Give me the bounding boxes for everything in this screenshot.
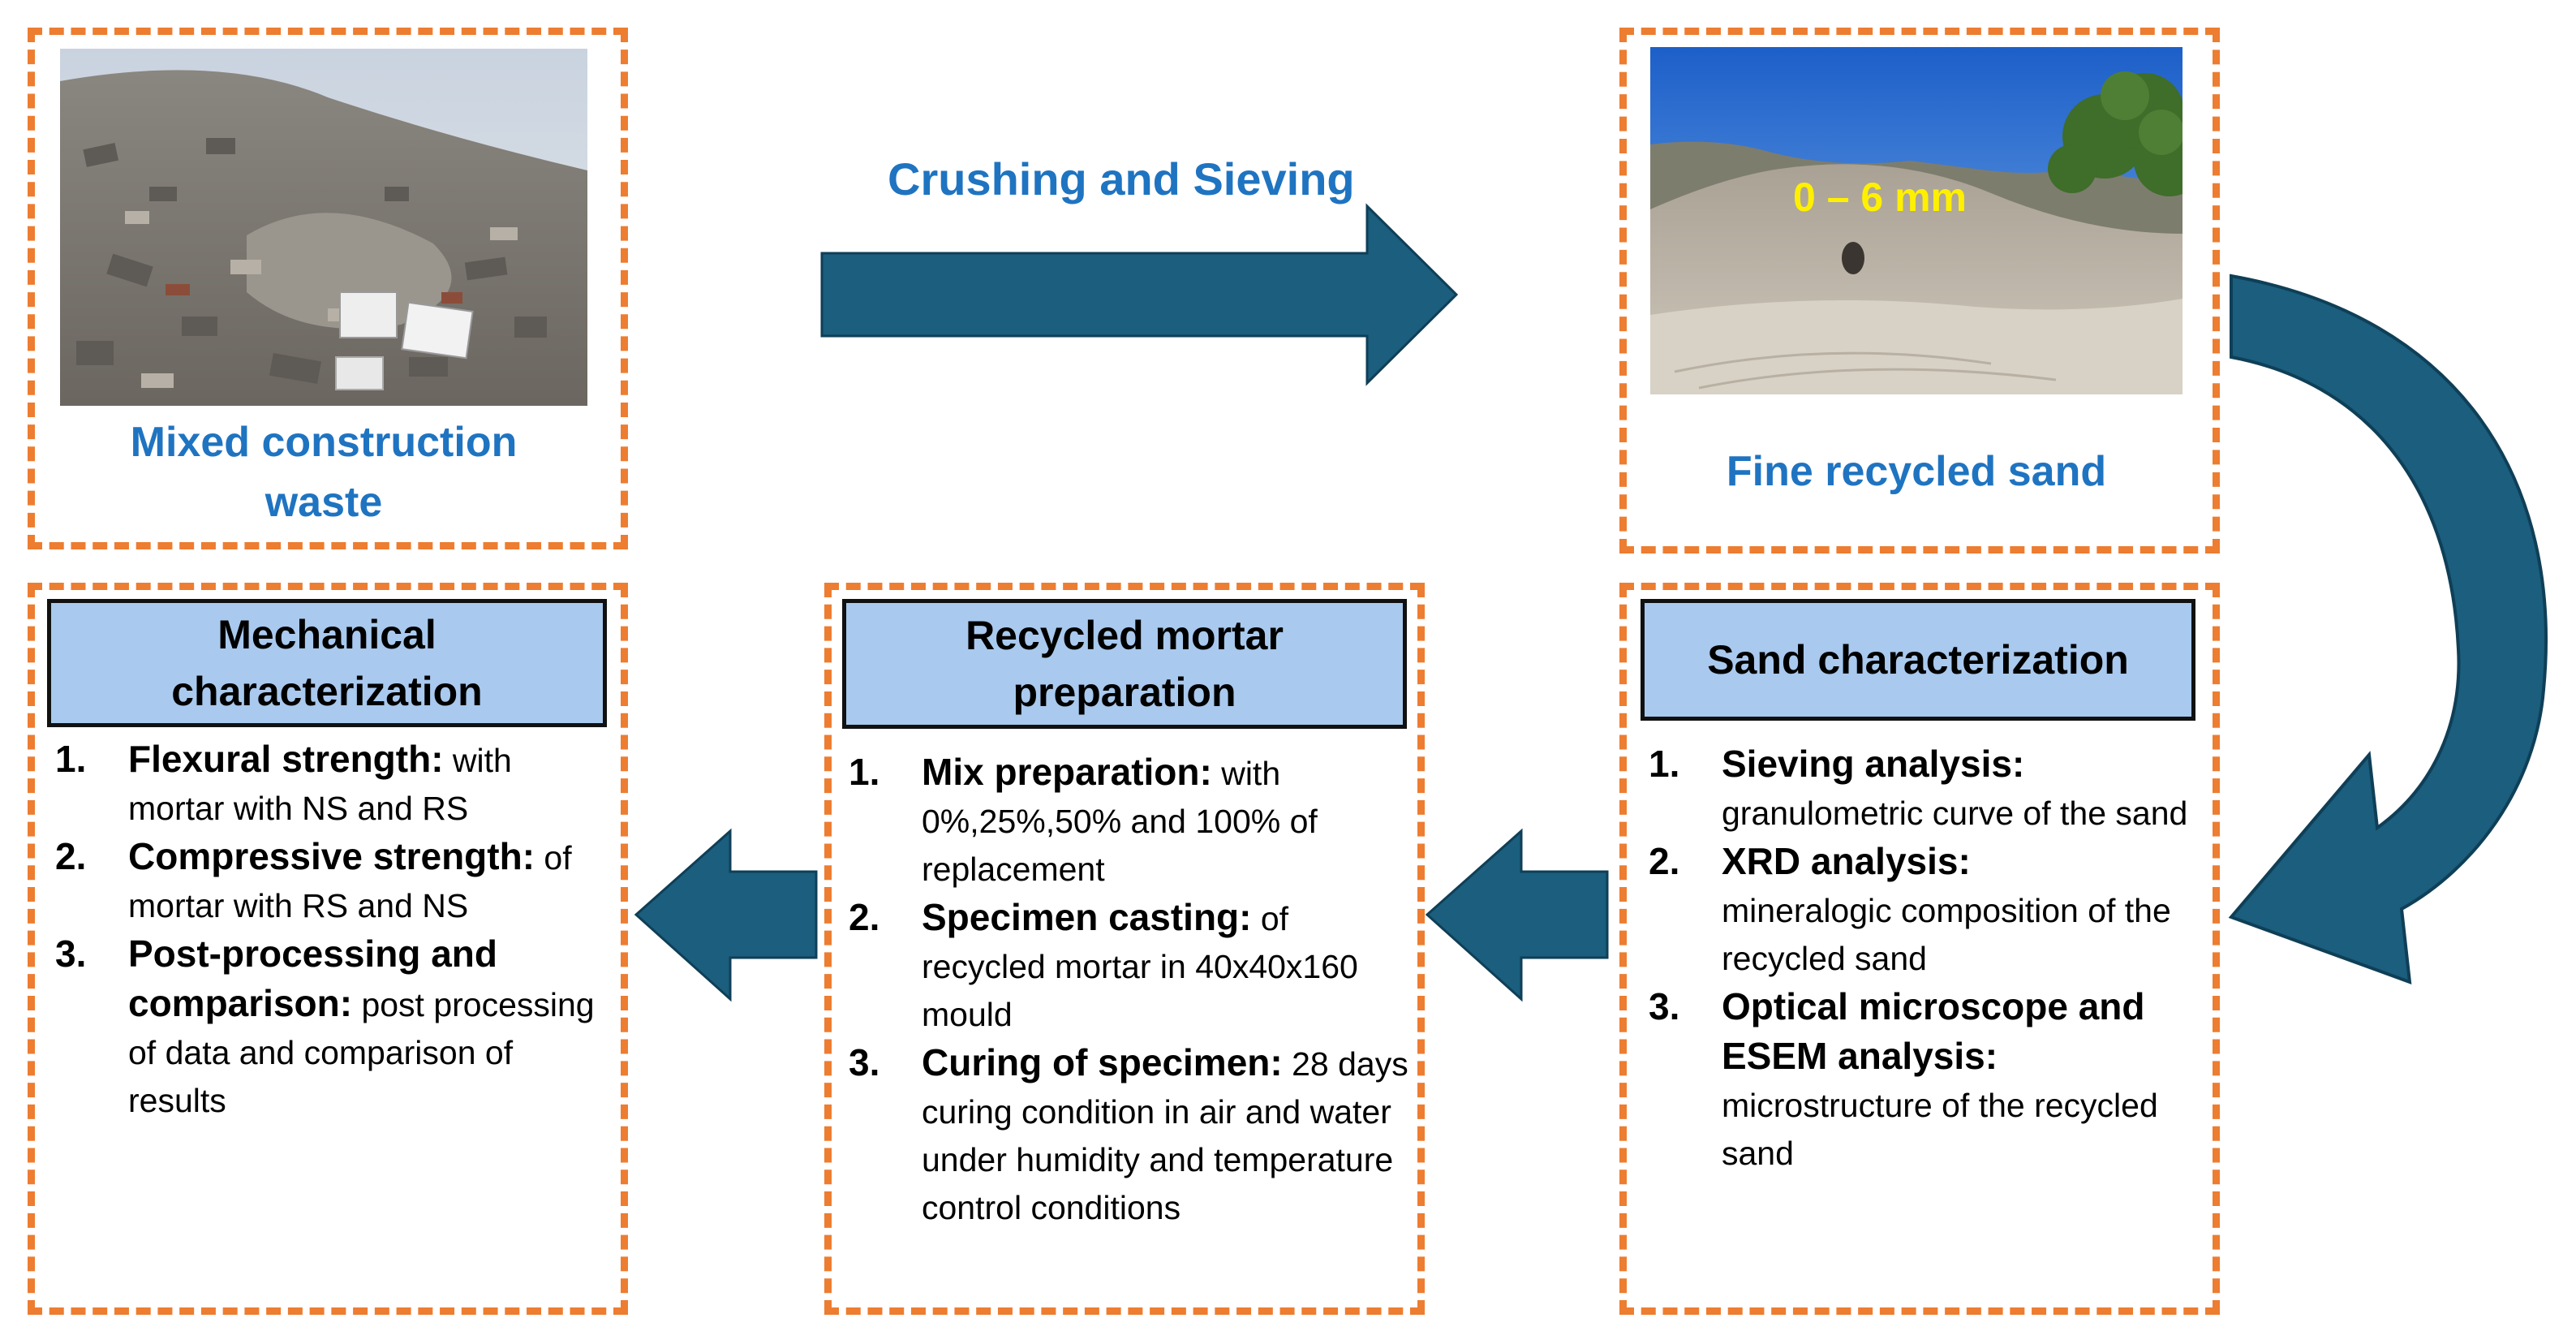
sand-characterization-title: Sand characterization [1641,599,2195,721]
mechanical-title-line2: characterization [171,669,483,714]
mortar-preparation-title: Recycled mortar preparation [842,599,1407,729]
list-item: 2. Compressive strength: of mortar with … [55,833,610,930]
curved-arrow-icon [2228,274,2548,984]
mortar-preparation-steps: 1. Mix preparation: with 0%,25%,50% and … [849,748,1408,1232]
step-title: Optical microscope and ESEM analysis: [1722,985,2145,1077]
step-title: Mix preparation: [922,751,1212,793]
step-number: 2. [849,896,880,938]
step-text: granulometric curve of the sand [1722,795,2188,832]
recycled-sand-photo [1650,47,2183,394]
step-title: Post-processing and comparison: [128,933,497,1024]
step-text: with mortar with NS and RS [128,742,512,827]
list-item: 1. Sieving analysis: granulometric curve… [1649,740,2200,838]
step-text: of mortar with RS and NS [128,839,572,924]
right-arrow-icon [820,203,1459,386]
step-text: microstructure of the recycled sand [1722,1087,2158,1172]
step-text: mineralogic composition of the recycled … [1722,892,2171,977]
sand-characterization-steps: 1. Sieving analysis: granulometric curve… [1649,740,2200,1178]
step-number: 3. [1649,985,1680,1027]
mechanical-characterization-steps: 1. Flexural strength: with mortar with N… [55,735,610,1125]
list-item: 2. Specimen casting: of recycled mortar … [849,894,1408,1039]
waste-caption-line2: waste [264,479,383,526]
step-number: 1. [55,738,87,780]
list-item: 3. Curing of specimen: 28 days curing co… [849,1039,1408,1232]
left-arrow-icon [1425,828,1609,1002]
mortar-title-line1: Recycled mortar [965,613,1284,658]
construction-waste-photo [60,49,587,406]
step-number: 1. [849,751,880,793]
mortar-title-line2: preparation [1013,670,1236,715]
mechanical-characterization-box [28,583,628,1315]
mortar-preparation-box [824,583,1425,1315]
mechanical-title-line1: Mechanical [217,612,437,657]
left-arrow-icon [634,828,818,1002]
step-text: post processing of data and comparison o… [128,986,595,1119]
list-item: 2. XRD analysis: mineralogic composition… [1649,838,2200,983]
step-number: 3. [849,1041,880,1083]
waste-caption: Mixed construction waste [60,412,587,532]
waste-caption-line1: Mixed construction [130,419,518,466]
step-title: XRD analysis: [1722,840,1971,882]
sand-caption: Fine recycled sand [1726,448,2107,495]
waste-box [28,28,628,549]
step-number: 2. [1649,840,1680,882]
step-number: 1. [1649,743,1680,785]
sand-size-label: 0 – 6 mm [1793,174,1967,220]
step-text: of recycled mortar in 40x40x160 mould [922,900,1358,1033]
crushing-sieving-label: Crushing and Sieving [888,153,1355,205]
step-number: 2. [55,835,87,877]
list-item: 1. Flexural strength: with mortar with N… [55,735,610,833]
step-title: Sieving analysis: [1722,743,2025,785]
step-text: with 0%,25%,50% and 100% of replacement [922,755,1318,888]
step-number: 3. [55,933,87,975]
sand-box [1619,28,2220,554]
step-text: 28 days curing condition in air and wate… [922,1045,1408,1226]
step-title: Flexural strength: [128,738,444,780]
sand-characterization-box [1619,583,2220,1315]
list-item: 3. Post-processing and comparison: post … [55,930,610,1125]
step-title: Curing of specimen: [922,1041,1283,1083]
step-title: Compressive strength: [128,835,535,877]
step-title: Specimen casting: [922,896,1252,938]
mechanical-characterization-title: Mechanical characterization [47,599,607,727]
list-item: 3. Optical microscope and ESEM analysis:… [1649,983,2200,1178]
list-item: 1. Mix preparation: with 0%,25%,50% and … [849,748,1408,894]
